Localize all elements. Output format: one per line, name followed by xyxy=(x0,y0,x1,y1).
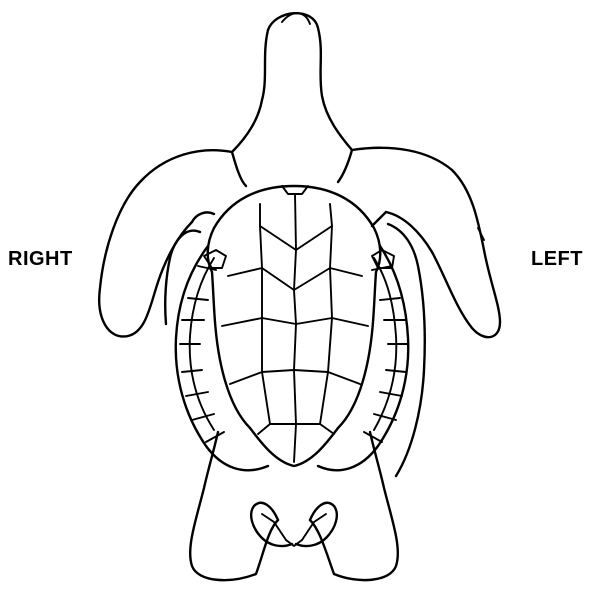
right-front-flipper xyxy=(99,150,246,336)
carapace xyxy=(208,186,381,466)
left-side-label: LEFT xyxy=(531,249,583,269)
left-front-flipper xyxy=(338,148,500,476)
turtle-head xyxy=(232,13,352,152)
right-side-label: RIGHT xyxy=(8,249,73,269)
